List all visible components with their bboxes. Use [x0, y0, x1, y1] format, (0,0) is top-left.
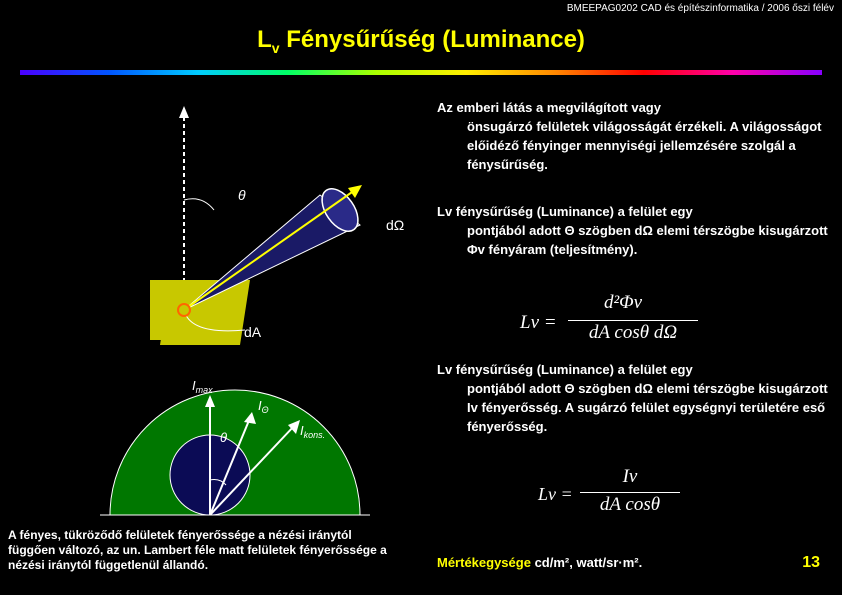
theta-label: θ	[238, 187, 246, 203]
itheta-label: IΘ	[258, 398, 269, 415]
domega-label: dΩ	[386, 217, 404, 233]
lambert-diagram: Imax IΘ θ Ikons.	[100, 378, 370, 516]
cone-end-ellipse	[321, 188, 359, 232]
formula-intensity-lhs: Lv =	[538, 484, 573, 504]
normal-arrowhead	[179, 106, 189, 118]
formula-flux-bar	[568, 320, 698, 321]
ikons-arrowhead	[288, 420, 300, 434]
formula-flux-numerator: d²Φv	[603, 292, 643, 313]
lambert-caption: A fényes, tükröződő felületek fényerőssé…	[8, 528, 387, 572]
page-title: Lv Fénysűrűség (Luminance)	[0, 26, 842, 56]
ray-arrowhead	[348, 185, 362, 198]
itheta-arrowhead	[244, 412, 256, 424]
theta-arc	[209, 479, 227, 486]
theta-bottom-label: θ	[220, 430, 227, 445]
formula-flux-lhs: Lv =	[520, 312, 557, 333]
ikons-arrow	[209, 424, 296, 516]
luminance-flux-paragraph: Lv fénysűrűség (Luminance) a felület egy…	[437, 202, 832, 259]
title-symbol: L	[257, 26, 272, 53]
dA-label: dA	[244, 324, 262, 340]
luminance-intensity-paragraph: Lv fénysűrűség (Luminance) a felület egy…	[437, 360, 832, 436]
ikons-label: Ikons.	[300, 423, 325, 440]
imax-arrowhead	[205, 395, 215, 407]
formula-flux: Lv = d²Φv dA cosθ dΩ	[520, 292, 698, 350]
luminance-intensity-first-line: Lv fénysűrűség (Luminance) a felület egy	[437, 362, 693, 377]
intro-rest: önsugárzó felületek világosságát érzékel…	[467, 119, 822, 172]
luminance-flux-first-line: Lv fénysűrűség (Luminance) a felület egy	[437, 204, 693, 219]
formula-flux-denominator: dA cosθ dΩ	[588, 322, 678, 343]
itheta-arrow	[209, 417, 251, 516]
imax-label: Imax	[192, 378, 213, 395]
units-label: Mértékegysége	[437, 555, 531, 570]
luminance-flux-rest: pontjából adott Θ szögben dΩ elemi térsz…	[467, 223, 828, 257]
rainbow-divider	[20, 70, 822, 75]
formula-intensity-denominator: dA cosθ	[599, 494, 661, 515]
formula-intensity-bar	[580, 492, 680, 493]
intro-first-line: Az emberi látás a megvilágított vagy	[437, 100, 661, 115]
angle-arc	[183, 198, 215, 211]
formula-intensity-numerator: Iv	[622, 466, 638, 487]
surface-patch-main	[160, 280, 250, 345]
page-number: 13	[802, 554, 820, 571]
ray-line	[183, 189, 356, 311]
units-line: Mértékegysége cd/m², watt/sr·m².	[437, 555, 642, 570]
units-value: cd/m², watt/sr·m².	[534, 555, 643, 570]
luminance-intensity-rest: pontjából adott Θ szögben dΩ elemi térsz…	[467, 381, 828, 434]
course-header: BMEEPAG0202 CAD és építészinformatika / …	[566, 3, 834, 14]
intro-paragraph: Az emberi látás a megvilágított vagy öns…	[437, 98, 832, 174]
title-symbol-subscript: v	[271, 39, 280, 56]
luminance-diagram: θ dΩ dA	[150, 106, 404, 345]
title-text: Fénysűrűség (Luminance)	[279, 26, 585, 53]
source-point	[177, 303, 191, 317]
formula-intensity: Lv = Iv dA cosθ	[538, 466, 698, 524]
